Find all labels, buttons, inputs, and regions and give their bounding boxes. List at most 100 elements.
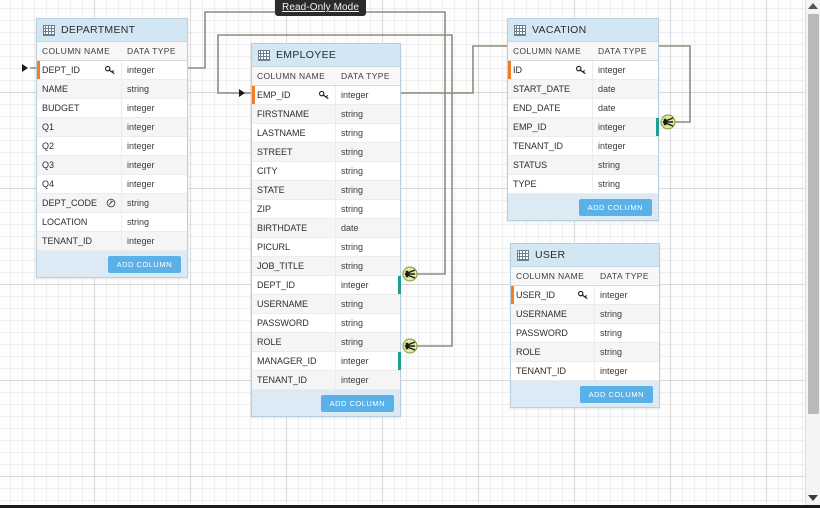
add-column-button[interactable]: ADD COLUMN bbox=[320, 394, 394, 412]
column-name-label: USERNAME bbox=[257, 299, 309, 309]
column-row[interactable]: TENANT_ID integer bbox=[37, 232, 187, 251]
add-column-button[interactable]: ADD COLUMN bbox=[107, 255, 181, 273]
data-type-header: DATA TYPE bbox=[341, 71, 390, 81]
column-header-row: COLUMN NAME DATA TYPE bbox=[252, 67, 400, 86]
column-name-label: DEPT_ID bbox=[257, 280, 296, 290]
scroll-down-arrow[interactable] bbox=[808, 495, 818, 501]
entity-name-label: EMPLOYEE bbox=[276, 49, 337, 61]
column-type-label: string bbox=[341, 299, 364, 309]
column-type-label: integer bbox=[127, 122, 155, 132]
column-row[interactable]: Q1 integer bbox=[37, 118, 187, 137]
column-name-label: EMP_ID bbox=[257, 90, 291, 100]
data-type-header: DATA TYPE bbox=[600, 271, 649, 281]
window-bottom-border bbox=[0, 505, 820, 508]
column-name-label: PASSWORD bbox=[257, 318, 309, 328]
foreign-key-marker bbox=[398, 276, 401, 294]
column-name-label: Q4 bbox=[42, 179, 55, 189]
entity-footer: ADD COLUMN bbox=[252, 390, 400, 416]
table-icon bbox=[514, 24, 526, 36]
column-name-label: Q1 bbox=[42, 122, 55, 132]
column-name-header: COLUMN NAME bbox=[257, 71, 326, 81]
column-name-label: TYPE bbox=[513, 179, 537, 189]
data-type-header: DATA TYPE bbox=[127, 46, 176, 56]
entity-table-employee[interactable]: EMPLOYEE COLUMN NAME DATA TYPE EMP_ID intege… bbox=[251, 43, 401, 417]
vertical-scrollbar-thumb[interactable] bbox=[808, 14, 819, 414]
data-type-header: DATA TYPE bbox=[598, 46, 647, 56]
column-name-label: PASSWORD bbox=[516, 328, 568, 338]
column-type-label: integer bbox=[600, 366, 628, 376]
column-row[interactable]: PASSWORD string bbox=[252, 314, 400, 333]
column-row[interactable]: END_DATE date bbox=[508, 99, 658, 118]
column-row[interactable]: USERNAME string bbox=[252, 295, 400, 314]
entity-title-bar[interactable]: VACATION bbox=[508, 19, 658, 42]
column-name-label: BIRTHDATE bbox=[257, 223, 308, 233]
add-column-button[interactable]: ADD COLUMN bbox=[579, 385, 653, 403]
vertical-scrollbar[interactable] bbox=[805, 0, 820, 505]
column-row[interactable]: ZIP string bbox=[252, 200, 400, 219]
column-row[interactable]: EMP_ID integer bbox=[252, 86, 400, 105]
column-type-label: string bbox=[341, 204, 364, 214]
column-name-label: ZIP bbox=[257, 204, 272, 214]
column-name-label: TENANT_ID bbox=[42, 236, 93, 246]
scroll-up-arrow[interactable] bbox=[808, 3, 818, 9]
arrowhead-department-dept-id bbox=[22, 64, 28, 72]
column-type-label: string bbox=[341, 318, 364, 328]
column-type-label: string bbox=[341, 128, 364, 138]
add-column-button[interactable]: ADD COLUMN bbox=[578, 198, 652, 216]
column-name-label: ROLE bbox=[516, 347, 541, 357]
column-type-label: date bbox=[598, 103, 616, 113]
column-type-label: integer bbox=[598, 65, 626, 75]
entity-title-bar[interactable]: USER bbox=[511, 244, 659, 267]
column-name-label: END_DATE bbox=[513, 103, 561, 113]
column-type-label: string bbox=[341, 147, 364, 157]
column-type-label: string bbox=[598, 160, 621, 170]
column-type-label: date bbox=[598, 84, 616, 94]
column-name-label: DEPT_ID bbox=[42, 65, 81, 75]
table-icon bbox=[517, 249, 529, 261]
entity-title-bar[interactable]: EMPLOYEE bbox=[252, 44, 400, 67]
column-type-label: integer bbox=[127, 236, 155, 246]
column-type-label: integer bbox=[341, 90, 369, 100]
primary-key-marker bbox=[511, 286, 514, 304]
column-type-label: string bbox=[127, 217, 150, 227]
column-name-header: COLUMN NAME bbox=[513, 46, 582, 56]
entity-title-bar[interactable]: DEPARTMENT bbox=[37, 19, 187, 42]
column-name-label: USERNAME bbox=[516, 309, 568, 319]
